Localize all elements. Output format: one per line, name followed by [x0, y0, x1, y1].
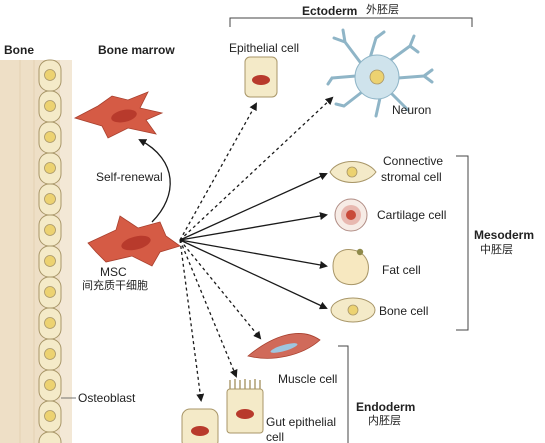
muscle-cell [247, 333, 321, 359]
fat-cell-label: Fat cell [382, 263, 421, 277]
osteoblast-cell [38, 214, 62, 247]
osteoblast-cell [38, 152, 62, 185]
neuron-cell [326, 28, 434, 118]
gut-epithelial-label-2: cell [266, 430, 285, 443]
arrow-to-connective [179, 172, 328, 241]
osteoblast-cell [38, 338, 62, 371]
bone-marrow-label: Bone marrow [98, 43, 175, 57]
ectoderm-bracket [229, 17, 473, 27]
osteoblast-cell [38, 90, 62, 123]
mesoderm-cn-label: 中胚层 [480, 244, 513, 256]
gut-cell-left [181, 408, 219, 443]
osteoblast-cell [38, 431, 62, 443]
ectoderm-label: Ectoderm [302, 4, 358, 18]
gut-epithelial-label-1: Gut epithelial [266, 415, 337, 429]
fat-cell [332, 248, 369, 286]
osteoblast-cell [38, 121, 62, 154]
endoderm-label: Endoderm [356, 400, 416, 414]
msc-cell [87, 215, 181, 267]
epithelial-cell [244, 56, 278, 98]
osteoblast-column [38, 59, 62, 443]
self-renewal-arrow [138, 139, 171, 223]
arrow-to-gut-epithelial [179, 239, 238, 378]
connective-label-2: stromal cell [381, 170, 442, 184]
gut-epithelial-cell [226, 379, 264, 434]
bone-cell [330, 297, 376, 323]
connective-stromal-cell [329, 161, 377, 183]
osteoblast-cell [38, 183, 62, 216]
arrow-to-cartilage [179, 212, 328, 241]
mesoderm-bracket [456, 155, 469, 331]
self-renewal-label: Self-renewal [96, 170, 163, 184]
endoderm-bracket [338, 345, 349, 443]
osteoblast-cell [38, 276, 62, 309]
arrow-to-muscle [179, 239, 262, 340]
differentiation-arrows [179, 96, 334, 402]
arrow-to-fat [179, 239, 328, 269]
osteoblast-cell [38, 369, 62, 402]
endoderm-cn-label: 内胚层 [368, 415, 401, 427]
connective-label-1: Connective [383, 154, 444, 168]
ectoderm-cn-label: 外胚层 [366, 4, 399, 16]
msc-cn-label: 间充质干细胞 [82, 280, 148, 292]
msc-self-renewed-cell [73, 91, 164, 139]
muscle-cell-label: Muscle cell [278, 372, 338, 386]
arrow-to-bone-cell [179, 239, 328, 310]
bone-cell-label: Bone cell [379, 304, 429, 318]
osteoblast-cell [38, 307, 62, 340]
osteoblast-cell [38, 245, 62, 278]
arrow-to-epithelial [179, 102, 257, 241]
bone-label: Bone [4, 43, 34, 57]
mesoderm-label: Mesoderm [474, 228, 535, 242]
epithelial-cell-label: Epithelial cell [229, 41, 300, 55]
cartilage-cell-label: Cartilage cell [377, 208, 447, 222]
osteoblast-label: Osteoblast [78, 391, 136, 405]
neuron-label: Neuron [392, 103, 432, 117]
osteoblast-cell [38, 400, 62, 433]
osteoblast-cell [38, 59, 62, 92]
msc-label: MSC [100, 265, 127, 279]
arrow-to-neuron [179, 96, 334, 241]
cartilage-cell [334, 198, 368, 232]
arrow-to-gut-left [179, 239, 205, 402]
